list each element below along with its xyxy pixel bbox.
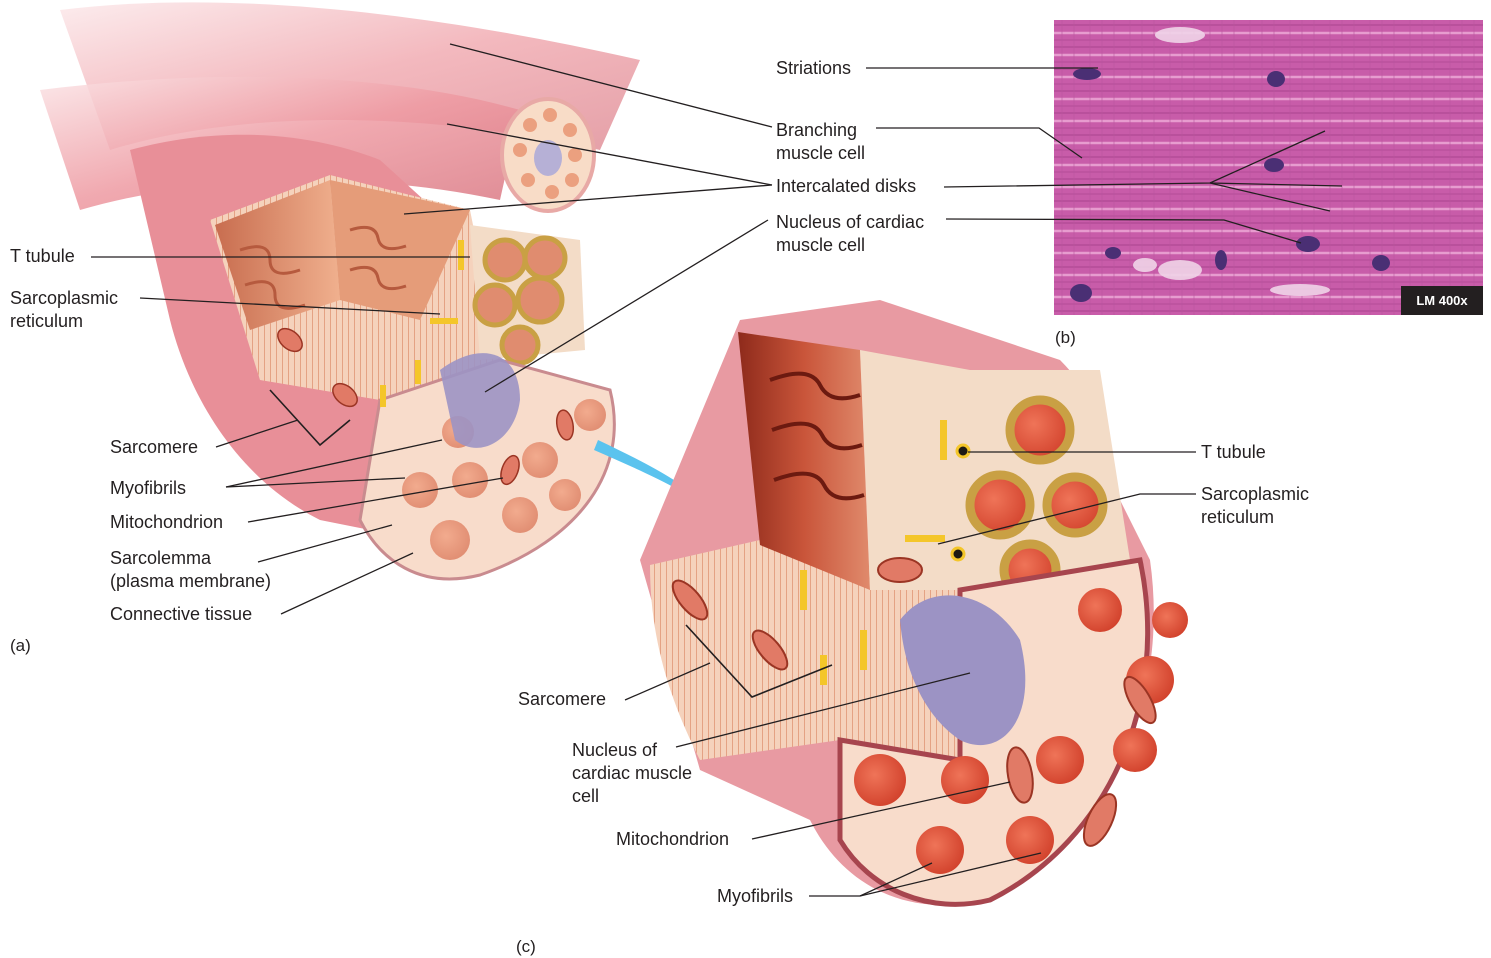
label-a-sarcomere: Sarcomere bbox=[110, 436, 198, 459]
label-a-mitochondrion: Mitochondrion bbox=[110, 511, 223, 534]
label-a-connective-tissue: Connective tissue bbox=[110, 603, 252, 626]
magnification-badge: LM 400x bbox=[1401, 286, 1483, 315]
label-b-intercalated-disks: Intercalated disks bbox=[776, 175, 916, 198]
label-a-sarcoplasmic-reticulum: Sarcoplasmic reticulum bbox=[10, 287, 118, 333]
label-c-sarcomere: Sarcomere bbox=[518, 688, 606, 711]
panel-b-tag: (b) bbox=[1055, 328, 1076, 348]
label-a-sarcolemma: Sarcolemma (plasma membrane) bbox=[110, 547, 271, 593]
panel-b-micrograph bbox=[1054, 20, 1483, 315]
label-c-nucleus: Nucleus of cardiac muscle cell bbox=[572, 739, 692, 808]
panel-c-tag: (c) bbox=[516, 937, 536, 957]
label-b-branching-cell: Branching muscle cell bbox=[776, 119, 865, 165]
label-c-myofibrils: Myofibrils bbox=[717, 885, 793, 908]
label-a-t-tubule: T tubule bbox=[10, 245, 75, 268]
label-b-striations: Striations bbox=[776, 57, 851, 80]
panel-a-tag: (a) bbox=[10, 636, 31, 656]
label-c-sarcoplasmic-reticulum: Sarcoplasmic reticulum bbox=[1201, 483, 1309, 529]
top-cut-face-c bbox=[860, 350, 1130, 590]
label-b-nucleus: Nucleus of cardiac muscle cell bbox=[776, 211, 924, 257]
label-c-t-tubule: T tubule bbox=[1201, 441, 1266, 464]
panel-c-illustration bbox=[640, 300, 1188, 905]
label-c-mitochondrion: Mitochondrion bbox=[616, 828, 729, 851]
label-a-myofibrils: Myofibrils bbox=[110, 477, 186, 500]
